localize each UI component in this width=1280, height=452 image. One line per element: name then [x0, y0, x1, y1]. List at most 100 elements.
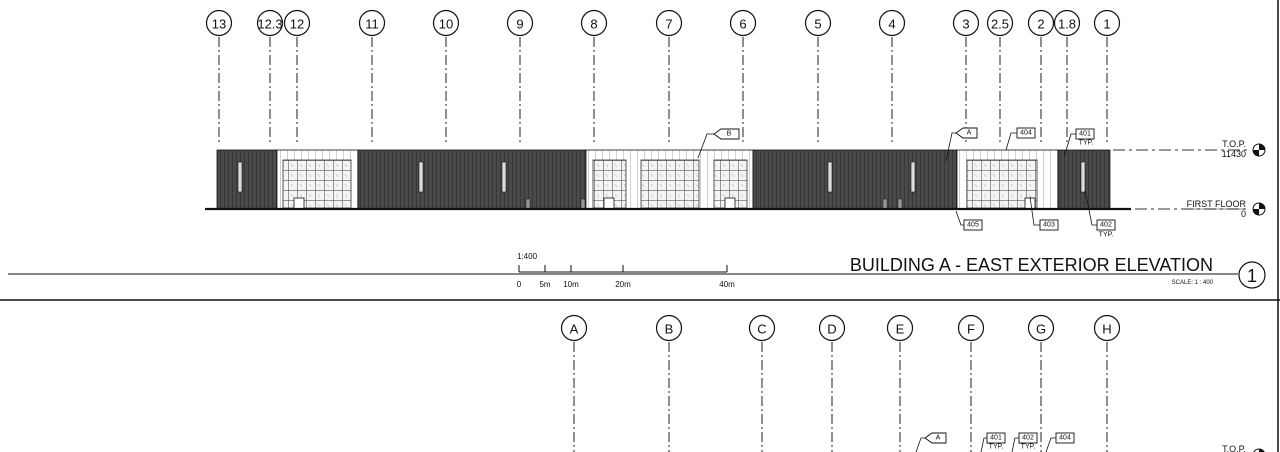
dark-panel	[357, 149, 587, 210]
grid-bubble	[580, 9, 608, 37]
grid-bubble	[952, 9, 980, 37]
material-tag-402: 402 TYP.	[1084, 189, 1116, 239]
facade	[205, 149, 1131, 211]
gridline-A: A	[560, 314, 588, 452]
grid-bubble-label: 13	[212, 17, 226, 32]
material-tag-401: 401 TYP.	[1063, 128, 1095, 158]
grid-bubble	[1093, 9, 1121, 37]
tag-label: A	[967, 130, 972, 137]
gridline-E: E	[886, 314, 914, 452]
grid-bubble-label: 2.5	[991, 17, 1009, 32]
grid-bubble-label: G	[1036, 322, 1046, 337]
gridline-D: D	[818, 314, 846, 452]
gridline-10: 10	[432, 9, 460, 143]
level-top: T.O.P. 11430	[1113, 139, 1266, 159]
grid-bubble	[804, 9, 832, 37]
door	[724, 197, 736, 210]
material-tag-b: B	[697, 128, 740, 159]
level-value: 0	[1241, 209, 1246, 219]
tag-label: 403	[1043, 222, 1055, 229]
door	[603, 197, 615, 210]
level-marker-icon	[1252, 143, 1266, 157]
grid-bubble	[560, 314, 588, 342]
grid-bubble-label: 12.3	[257, 17, 282, 32]
service-door	[525, 198, 531, 210]
material-tag-405: 405	[955, 210, 983, 231]
grid-bubble	[986, 9, 1014, 37]
grid-bubble-label: 11	[365, 17, 379, 32]
view-number-bubble	[1238, 261, 1266, 289]
tag-label: 404	[1059, 435, 1071, 442]
service-door	[897, 198, 903, 210]
grid-bubble	[432, 9, 460, 37]
level-marker-icon	[1252, 202, 1266, 216]
scale-note: SCALE: 1 : 400	[1172, 280, 1214, 286]
grid-bubble	[358, 9, 386, 37]
door	[293, 197, 305, 210]
grid-bubble	[886, 314, 914, 342]
gridline-H: H	[1093, 314, 1121, 452]
material-tag-403: 403	[1029, 196, 1059, 231]
level-first-floor: FIRST FLOOR 0	[1135, 199, 1266, 219]
grid-bubble	[1093, 314, 1121, 342]
grid-bubble-label: 12	[290, 17, 304, 32]
tag-label: 402	[1100, 222, 1112, 229]
gridline-1.8: 1.8	[1053, 9, 1081, 143]
material-tag-a: A	[915, 432, 947, 452]
grid-bubble	[1053, 9, 1081, 37]
material-tag-404: 404	[1045, 432, 1075, 452]
tag-note: TYP.	[1021, 444, 1036, 451]
grid-bubble-label: 2	[1037, 17, 1044, 32]
tag-note: TYP.	[1079, 140, 1094, 147]
material-tag-a: A	[945, 127, 978, 162]
grid-bubble	[283, 9, 311, 37]
grid-bubble	[957, 314, 985, 342]
service-door	[580, 198, 586, 210]
gridline-C: C	[748, 314, 776, 452]
dark-panel	[216, 149, 278, 210]
level-value: 11430	[1222, 149, 1246, 159]
gridline-2.5: 2.5	[986, 9, 1014, 143]
gridline-12: 12	[283, 9, 311, 143]
grid-bubble-label: 9	[516, 17, 523, 32]
gridline-3: 3	[952, 9, 980, 143]
tag-label: B	[727, 131, 732, 138]
grid-bubble-label: D	[827, 322, 836, 337]
tag-label: 402	[1022, 435, 1034, 442]
grid-bubble-label: 6	[739, 17, 746, 32]
grid-bubble-label: 1.8	[1058, 17, 1076, 32]
grid-bubble	[506, 9, 534, 37]
gridline-11: 11	[358, 9, 386, 143]
gridline-2: 2	[1027, 9, 1055, 143]
tag-flag	[713, 128, 740, 140]
scale-ratio: 1:400	[517, 252, 538, 261]
scale-tick-label: 20m	[615, 280, 631, 289]
gridline-7: 7	[655, 9, 683, 143]
scale-tick-label: 5m	[539, 280, 550, 289]
view-title-block: BUILDING A - EAST EXTERIOR ELEVATION SCA…	[8, 255, 1266, 289]
glazing	[282, 159, 352, 209]
gridline-G: G	[1027, 314, 1055, 452]
grid-bubble-label: F	[967, 322, 975, 337]
gridline-B: B	[655, 314, 683, 452]
grid-bubble	[1027, 314, 1055, 342]
gridline-1: 1	[1093, 9, 1121, 143]
grid-bubble-label: 3	[962, 17, 969, 32]
grid-bubble-label: 5	[814, 17, 821, 32]
tag-label: A	[936, 435, 941, 442]
service-door	[882, 198, 888, 210]
level-label: T.O.P.	[1222, 444, 1246, 452]
level-top: T.O.P.	[1222, 444, 1265, 452]
material-tag-404: 404	[1005, 127, 1036, 151]
scale-tick-label: 0	[517, 280, 522, 289]
slot-window	[910, 161, 916, 193]
tag-note: TYP.	[1099, 232, 1114, 239]
glazing	[640, 159, 700, 209]
gridline-F: F	[957, 314, 985, 452]
gridline-12.3: 12.3	[256, 9, 284, 143]
scale-tick-label: 40m	[719, 280, 735, 289]
